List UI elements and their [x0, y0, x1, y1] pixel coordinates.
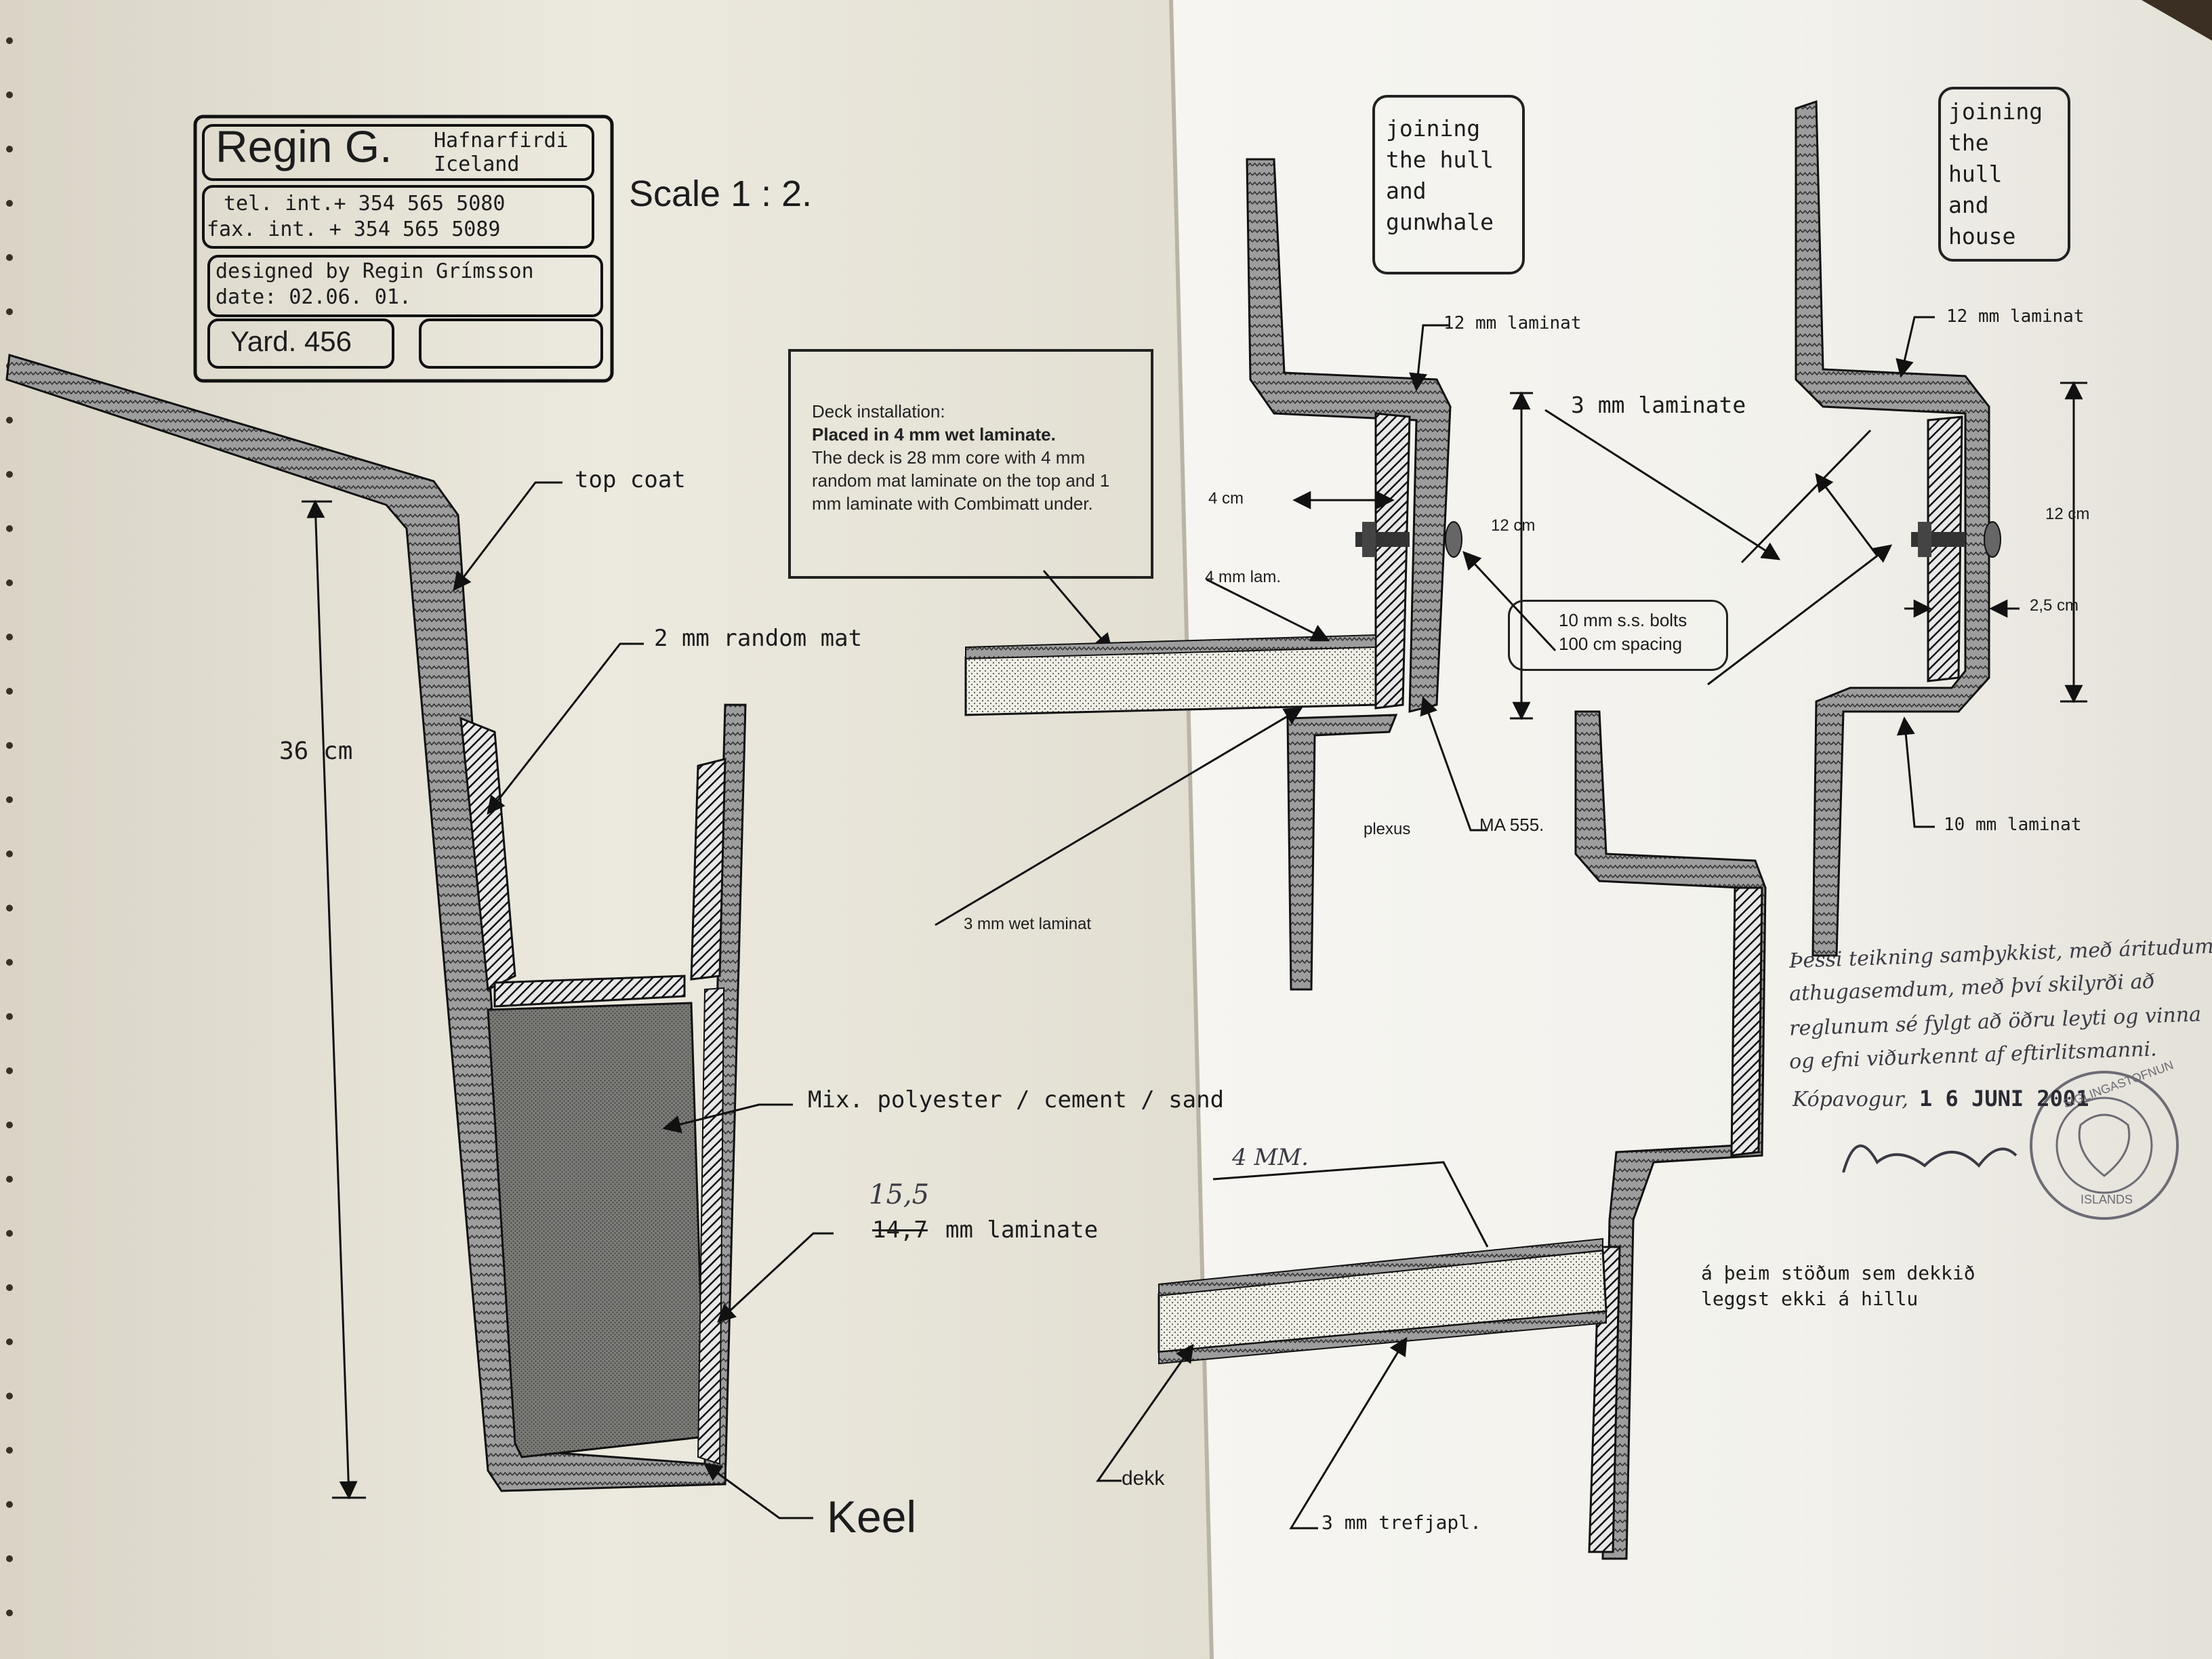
design-date: date: 02.06. 01. — [216, 285, 411, 309]
page-fold — [1169, 0, 1214, 1659]
leader-fill — [662, 1103, 793, 1134]
gunwhale-title-line1: joining — [1386, 115, 1481, 142]
hull-below-deck — [1286, 714, 1398, 991]
leader-12mm — [1409, 324, 1450, 392]
leader-deck-note — [1042, 570, 1113, 653]
leader-laminate — [717, 1232, 834, 1323]
leader-top-coat — [453, 481, 562, 592]
label-dekk: dekk — [1122, 1467, 1165, 1490]
gunwhale-joint — [935, 158, 1893, 991]
leader-10mm-house — [1896, 716, 1935, 828]
leader-bolts-left — [1462, 551, 1557, 652]
house-title-line5: house — [1948, 223, 2016, 249]
label-3mm-wet-laminat: 3 mm wet laminat — [964, 915, 1092, 933]
fax-number: fax. int. + 354 565 5089 — [207, 218, 501, 241]
random-mat-top — [493, 975, 686, 1008]
keel-fill — [487, 1002, 706, 1458]
label-house-12cm: 12 cm — [2045, 505, 2090, 523]
label-random-mat: 2 mm random mat — [654, 625, 863, 652]
leader-3mm-line — [1740, 429, 1872, 564]
deck-note-box — [788, 349, 1153, 579]
leader-12mm-house — [1896, 316, 1935, 378]
label-4cm: 4 cm — [1208, 489, 1244, 508]
label-4mm-handwritten: 4 MM. — [1232, 1144, 1309, 1171]
signature — [1842, 1144, 2018, 1173]
label-fill: Mix. polyester / cement / sand — [808, 1086, 1225, 1113]
label-ma-555: MA 555. — [1479, 815, 1544, 835]
house-title-line4: and — [1948, 192, 1989, 218]
lower-note-line1: á þeim stöðum sem dekkið — [1701, 1262, 1975, 1284]
perforation-holes — [6, 37, 13, 1616]
gunwhale-title-box — [1372, 95, 1525, 274]
label-12cm: 12 cm — [1491, 516, 1536, 535]
location-line1: Hafnarfirdi — [434, 129, 569, 152]
leader-dekk — [1096, 1343, 1194, 1482]
scale-label: Scale 1 : 2. — [629, 173, 813, 214]
label-4mm-lam: 4 mm lam. — [1205, 568, 1282, 586]
house-title-box — [1938, 87, 2070, 262]
yard-number: Yard. 456 — [230, 325, 352, 357]
deck-note-line5: mm laminate with Combimatt under. — [812, 493, 1093, 514]
house-title-line3: hull — [1948, 161, 2003, 187]
lower-note-line2: leggst ekki á hillu — [1701, 1288, 1919, 1310]
label-plexus: plexus — [1364, 820, 1411, 838]
house-laminate — [1927, 415, 1963, 682]
location-line2: Iceland — [434, 152, 520, 176]
deck-note-line4: random mat laminate on the top and 1 — [812, 470, 1110, 491]
label-12mm-laminat: 12 mm laminat — [1443, 313, 1582, 333]
label-36cm: 36 cm — [279, 737, 353, 765]
leader-4mm — [1212, 1161, 1489, 1248]
gunwhale-title-line2: the hull — [1386, 146, 1494, 173]
label-keel: Keel — [827, 1492, 917, 1542]
deck-note-line3: The deck is 28 mm core with 4 mm — [812, 447, 1086, 468]
dim-36cm — [306, 499, 358, 1500]
label-house-2-5cm: 2,5 cm — [2030, 596, 2079, 615]
keel-section — [5, 354, 834, 1519]
label-bolts: 10 mm s.s. bolts — [1559, 610, 1687, 630]
bolts-callout — [1508, 600, 1728, 671]
leader-4mm-lam — [1206, 578, 1330, 642]
label-bolt-spacing: 100 cm spacing — [1559, 634, 1683, 654]
leader-random-mat — [487, 642, 644, 815]
deck-note-line2: Placed in 4 mm wet laminate. — [812, 424, 1056, 445]
top-coat-layer — [459, 716, 516, 991]
house-title-line2: the — [1948, 129, 1989, 156]
leader-wet-laminat — [935, 707, 1303, 926]
label-3mm-trefjapl: 3 mm trefjapl. — [1322, 1511, 1482, 1534]
leader-plexus — [1420, 696, 1488, 832]
leader-bolts-right — [1707, 544, 1893, 686]
gunwhale-laminate — [1374, 412, 1411, 710]
random-mat-right — [690, 758, 726, 981]
label-house-12mm: 12 mm laminat — [1946, 306, 2085, 327]
stepped-hull-skin — [1574, 710, 1767, 1560]
label-house-10mm: 10 mm laminat — [1944, 815, 2082, 835]
tel-number: tel. int.+ 354 565 5080 — [224, 192, 506, 216]
designer-name: Regin G. — [216, 121, 392, 171]
deck-note-line1: Deck installation: — [812, 401, 945, 422]
leader-trefjapl — [1289, 1336, 1408, 1530]
label-laminate-unit: mm laminate — [945, 1216, 1099, 1244]
leader-3mm-laminate — [1544, 409, 1781, 560]
house-skin — [1795, 100, 1990, 957]
leader-keel — [703, 1462, 813, 1519]
house-title-line1: joining — [1948, 98, 2043, 125]
stamp-text-bottom: ISLANDS — [2081, 1193, 2133, 1206]
approval-date: 1 6 JUNI 2001 — [1919, 1086, 2089, 1111]
label-laminate-corrected: 15,5 — [869, 1179, 930, 1210]
label-top-coat: top coat — [575, 466, 686, 493]
lower-deck-section — [1096, 710, 1767, 1560]
gunwhale-title-line3: and — [1386, 178, 1427, 204]
hull-skin — [5, 354, 747, 1492]
left-page — [0, 0, 1213, 1659]
title-block — [193, 115, 614, 383]
gunwhale-title-line4: gunwhale — [1386, 209, 1494, 235]
label-laminate-original: 14,7 — [872, 1216, 928, 1244]
deck-top-lam — [965, 634, 1376, 660]
official-stamp — [2030, 1071, 2179, 1220]
house-joint — [1795, 100, 2087, 957]
approval-place: Kópavogur, — [1793, 1088, 1908, 1111]
designed-by: designed by Regin Grímsson — [216, 260, 534, 283]
label-3mm-laminate: 3 mm laminate — [1571, 392, 1746, 418]
